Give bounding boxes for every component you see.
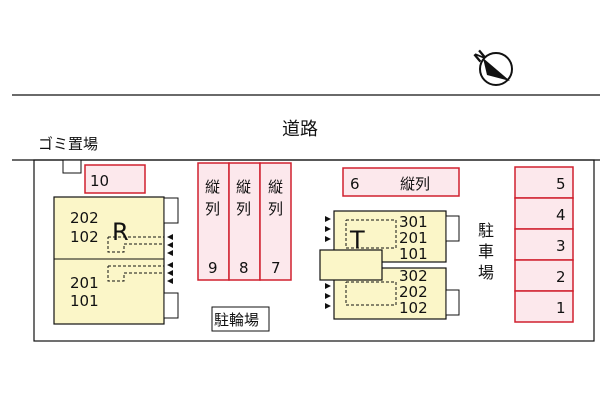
parking-8-char-1: 縦 [236,178,251,196]
building-t-room-lower-3: 102 [399,299,428,317]
building-r-room-lower-2: 101 [70,292,99,310]
parking-9-char-1: 縦 [205,178,220,196]
road-label: 道路 [282,119,318,140]
parking-9-char-2: 列 [205,200,220,218]
building-r-room-upper-1: 202 [70,209,99,227]
parking-1-number: 1 [556,299,566,317]
parking-right-group: 5 4 3 2 1 [514,166,574,323]
parking-space-7 [259,162,292,281]
building-r-corridor-upper [107,236,165,253]
parking-space-2 [514,259,574,292]
parking-space-9 [197,162,230,281]
parking-2-number: 2 [556,268,566,286]
building-t-entrance-arrows [325,216,331,309]
building-t-letter: T [349,226,365,254]
bicycle-parking [211,306,270,332]
parking-space-6 [342,167,460,197]
parking-vertical-group: 縦 列 9 縦 列 8 縦 列 7 [197,162,292,281]
building-r: 202 102 R 201 101 [53,196,179,325]
building-t-room-upper-3: 101 [399,245,428,263]
parking-6-label: 縦列 [400,175,430,193]
parking-3-number: 3 [556,237,566,255]
building-t-room-lower-1: 302 [399,267,428,285]
building-t-room-upper-1: 301 [399,213,428,231]
building-r-balcony-top [163,197,179,224]
building-t-balcony-bottom [445,289,460,316]
building-t-balcony-top [445,215,460,242]
parking-label-char-1: 駐 [478,221,494,240]
parking-space-1 [514,290,574,323]
building-r-room-upper-2: 102 [70,228,99,246]
parking-8-char-2: 列 [236,200,251,218]
building-t-corridor [319,249,383,281]
building-t-dashed-lower [345,281,397,306]
parking-label-char-2: 車 [478,242,494,261]
building-r-balcony-bottom [163,292,179,319]
parking-7-char-2: 列 [268,200,283,218]
parking-6-number: 6 [350,175,360,193]
parking-space-4 [514,197,574,230]
building-t-room-lower-2: 202 [399,283,428,301]
building-r-body [53,196,165,325]
parking-5-number: 5 [556,175,566,193]
parking-7-number: 7 [271,259,281,277]
building-t-dashed-upper [345,219,397,249]
building-r-corridor-lower [107,265,165,282]
building-t-room-upper-2: 201 [399,229,428,247]
parking-7-char-1: 縦 [268,178,283,196]
parking-10-number: 10 [90,172,109,190]
building-t: T 301 201 101 302 202 102 [319,210,460,320]
site-boundary [33,159,595,342]
garbage-label: ゴミ置場 [38,135,98,153]
parking-label-char-3: 場 [478,263,494,282]
parking-9-number: 9 [208,259,218,277]
building-r-entrance-arrows [167,234,173,284]
parking-space-3 [514,228,574,261]
parking-4-number: 4 [556,206,566,224]
parking-8-number: 8 [239,259,249,277]
garbage-box [62,159,82,174]
north-arrow-icon: N [472,48,513,86]
building-r-room-lower-1: 201 [70,274,99,292]
bicycle-label: 駐輪場 [214,311,259,329]
building-r-letter: R [112,218,129,246]
parking-space-10 [84,164,146,194]
parking-space-5 [514,166,574,199]
